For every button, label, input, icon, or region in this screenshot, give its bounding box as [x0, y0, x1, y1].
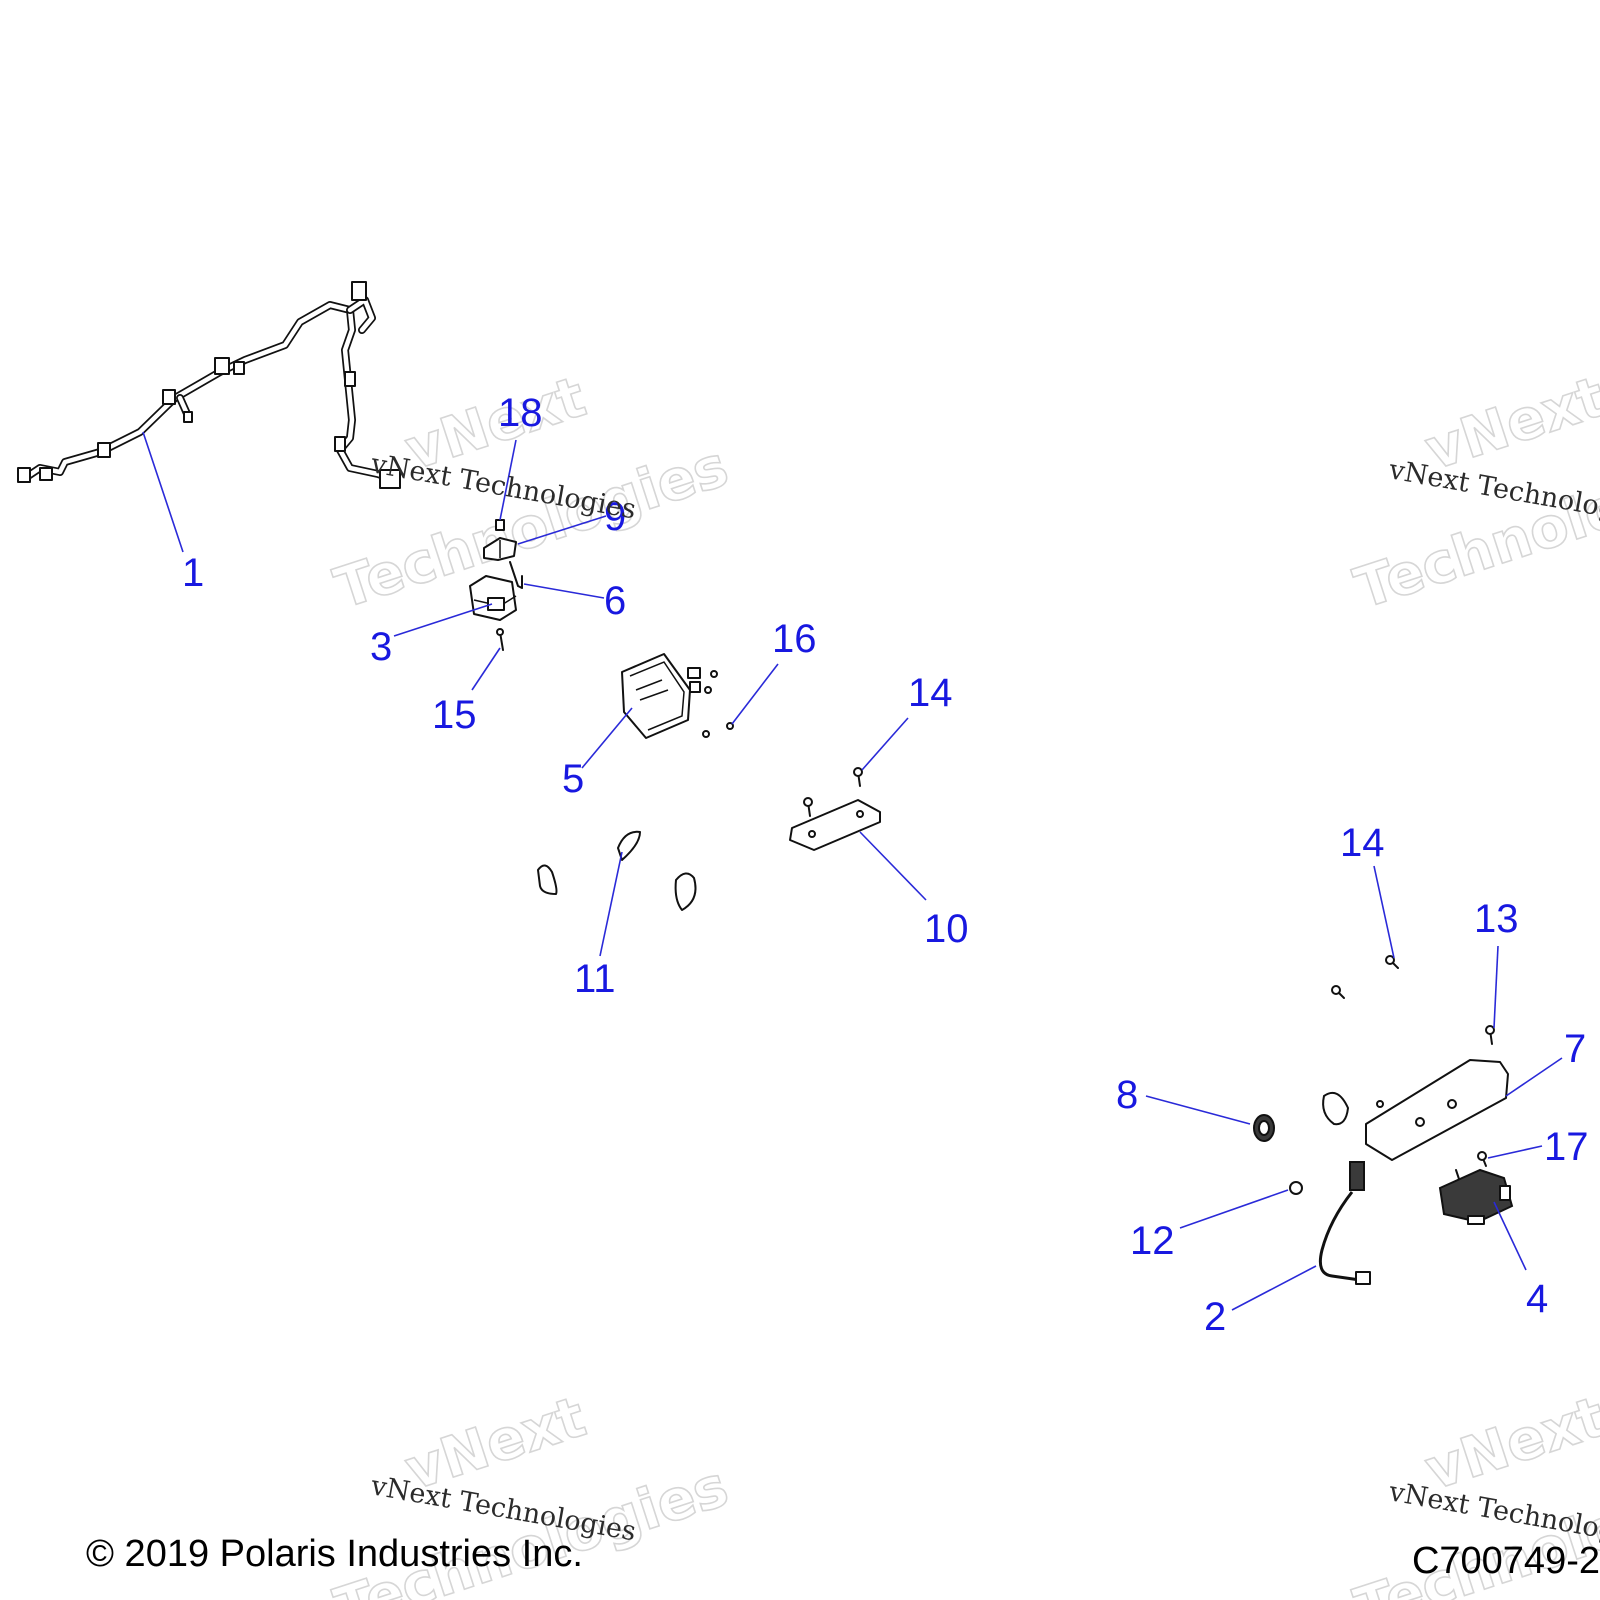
callout-7: 7	[1564, 1027, 1586, 1071]
leader-18	[499, 439, 517, 521]
callout-10: 10	[924, 907, 969, 951]
leader-1	[142, 431, 184, 553]
leader-15	[471, 647, 501, 691]
leader-7	[1505, 1057, 1563, 1097]
part-2-sensor-cable	[1318, 1161, 1371, 1285]
callout-12: 12	[1130, 1219, 1175, 1263]
callout-15: 15	[432, 693, 477, 737]
part-12-clip	[1289, 1181, 1303, 1195]
leader-4	[1493, 1201, 1527, 1271]
callout-14-upper: 14	[908, 671, 953, 715]
part-4-control-module	[1438, 1168, 1514, 1225]
part-13-bolt	[1485, 1025, 1495, 1045]
callout-11: 11	[574, 957, 616, 1001]
callout-17: 17	[1544, 1125, 1589, 1169]
leader-17	[1487, 1145, 1543, 1159]
part-bolt-small	[1331, 985, 1345, 999]
leader-13	[1493, 945, 1499, 1029]
callout-18: 18	[498, 391, 543, 435]
callouts: 1 18 9 6 3 15 5 16 14 10 11 14 13 7 8 17…	[182, 391, 1589, 1339]
part-grommet-right	[1322, 1092, 1349, 1126]
callout-9: 9	[604, 495, 626, 539]
callout-8: 8	[1116, 1073, 1138, 1117]
leader-3	[393, 603, 493, 637]
part-3-module	[469, 575, 517, 621]
leader-11	[599, 851, 623, 957]
leader-14-lower	[1373, 865, 1395, 959]
leader-10	[859, 831, 927, 901]
copyright-notice: © 2019 Polaris Industries Inc.	[86, 1533, 583, 1575]
callout-16: 16	[772, 617, 817, 661]
part-7-bracket-plate	[1365, 1059, 1509, 1183]
part-6-clip	[509, 561, 523, 589]
part-10-plate	[789, 797, 881, 851]
part-8-cap	[1253, 1114, 1275, 1142]
part-1-wiring-harness	[17, 281, 401, 489]
leader-9	[517, 515, 607, 545]
leader-2	[1231, 1265, 1317, 1311]
leader-14-upper	[861, 717, 909, 771]
callout-3: 3	[370, 625, 392, 669]
leader-8	[1145, 1095, 1251, 1125]
callout-14-lower: 14	[1340, 821, 1385, 865]
part-5-ecu	[621, 653, 734, 739]
part-18-fastener	[495, 519, 505, 531]
callout-5: 5	[562, 757, 584, 801]
callout-13: 13	[1474, 897, 1519, 941]
part-17-bolt	[1477, 1151, 1487, 1167]
leader-6	[523, 583, 605, 599]
leader-5	[581, 707, 633, 769]
callout-6: 6	[604, 579, 626, 623]
part-11-grommets	[537, 830, 697, 911]
part-14-bolt-upper	[853, 767, 863, 787]
leader-lines	[142, 431, 1563, 1311]
callout-2: 2	[1204, 1295, 1226, 1339]
leader-16	[731, 663, 779, 725]
callout-1: 1	[182, 551, 204, 595]
callout-4: 4	[1526, 1277, 1548, 1321]
part-9-bracket	[483, 537, 517, 561]
part-15-pin	[496, 628, 504, 651]
drawing-number: C700749-2	[1411, 1540, 1600, 1582]
leader-12	[1179, 1189, 1289, 1229]
part-14-bolt-lower	[1385, 955, 1399, 969]
